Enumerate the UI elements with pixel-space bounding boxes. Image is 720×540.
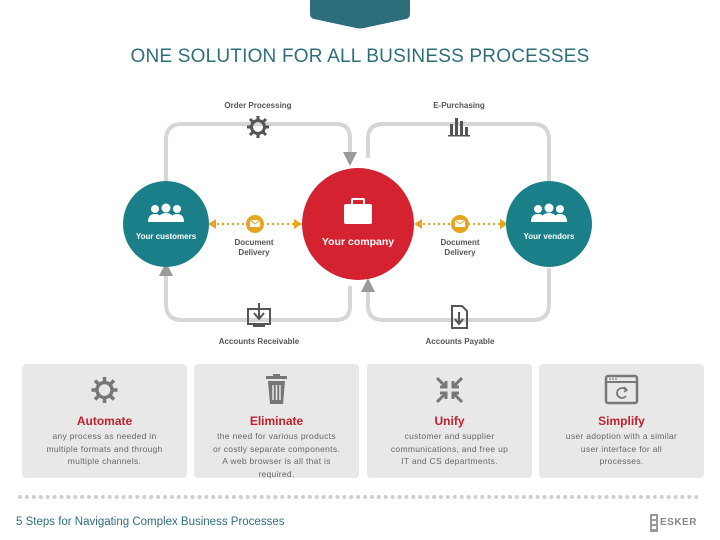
document-delivery-left-label: Document Delivery — [224, 238, 284, 258]
card-description-line: required. — [258, 468, 295, 479]
card-description: any process as needed in multiple format… — [36, 430, 173, 468]
dotted-connector-left — [208, 219, 302, 229]
briefcase-icon — [344, 198, 372, 224]
gear-icon — [247, 116, 269, 138]
card-automate: Automate any process as needed in multip… — [22, 364, 187, 478]
logo-text: ESKER — [660, 517, 697, 528]
trash-icon — [266, 374, 287, 404]
accounts-receivable-label: Accounts Receivable — [218, 337, 300, 346]
card-description-line: customer and supplier — [404, 431, 495, 441]
card-description-line: or costly separate components. — [212, 443, 341, 454]
card-description-line: IT and CS departments. — [401, 456, 498, 466]
card-title: Simplify — [598, 414, 645, 428]
card-description: the need for various products or costly … — [208, 430, 345, 480]
card-description-line: the need for various products — [217, 431, 336, 441]
card-title: Eliminate — [249, 414, 304, 428]
document-delivery-line: Delivery — [444, 248, 476, 257]
people-icon — [531, 203, 567, 222]
card-title: Unify — [434, 414, 465, 428]
monitor-download-icon — [247, 303, 271, 327]
footer-title: 5 Steps for Navigating Complex Business … — [16, 516, 285, 528]
card-description-line: user adoption with a similar — [565, 431, 678, 441]
envelope-icon — [451, 215, 469, 233]
compress-arrows-icon — [435, 376, 464, 404]
card-eliminate: Eliminate the need for various products … — [194, 364, 359, 480]
gear-icon — [91, 377, 118, 403]
document-download-icon — [451, 305, 468, 329]
document-delivery-line: Document — [234, 238, 274, 247]
bar-chart-icon — [448, 118, 470, 137]
dotted-connector-right — [414, 219, 508, 229]
card-description-line: A web browser is all that is — [222, 456, 331, 466]
card-description: customer and supplier communications, an… — [381, 430, 518, 468]
flow-line-right-top — [366, 122, 551, 196]
card-title: Automate — [76, 414, 133, 428]
document-delivery-line: Delivery — [238, 248, 270, 257]
card-description-line: user interface for all — [580, 443, 663, 454]
document-delivery-line: Document — [440, 238, 480, 247]
accounts-payable-label: Accounts Payable — [425, 337, 495, 346]
people-icon — [148, 203, 184, 222]
card-unify: Unify customer and supplier communicatio… — [367, 364, 532, 478]
your-customers-label: Your customers — [135, 232, 197, 241]
order-processing-label: Order Processing — [224, 101, 292, 110]
card-description-line: communications, and free up — [390, 443, 509, 454]
e-purchasing-label: E-Purchasing — [433, 101, 485, 110]
browser-window-icon — [604, 374, 639, 405]
flow-line-left-top — [164, 122, 352, 196]
document-delivery-right-label: Document Delivery — [430, 238, 490, 258]
card-description-line: any process as needed in — [52, 431, 157, 441]
card-description-line: multiple formats and through — [46, 443, 163, 454]
process-diagram — [123, 116, 592, 329]
esker-logo — [650, 514, 658, 532]
envelope-icon — [246, 215, 264, 233]
card-description-line: processes. — [599, 456, 644, 466]
your-vendors-label: Your vendors — [523, 232, 575, 241]
card-description-line: multiple channels. — [67, 456, 142, 466]
top-notch — [310, 0, 410, 29]
your-vendors-circle — [506, 181, 592, 267]
slide-title: ONE SOLUTION FOR ALL BUSINESS PROCESSES — [130, 46, 590, 67]
dotted-separator — [18, 495, 702, 499]
card-description: user adoption with a similar user interf… — [553, 430, 690, 468]
your-company-label: Your company — [321, 236, 395, 248]
card-simplify: Simplify user adoption with a similar us… — [539, 364, 704, 478]
your-customers-circle — [123, 181, 209, 267]
